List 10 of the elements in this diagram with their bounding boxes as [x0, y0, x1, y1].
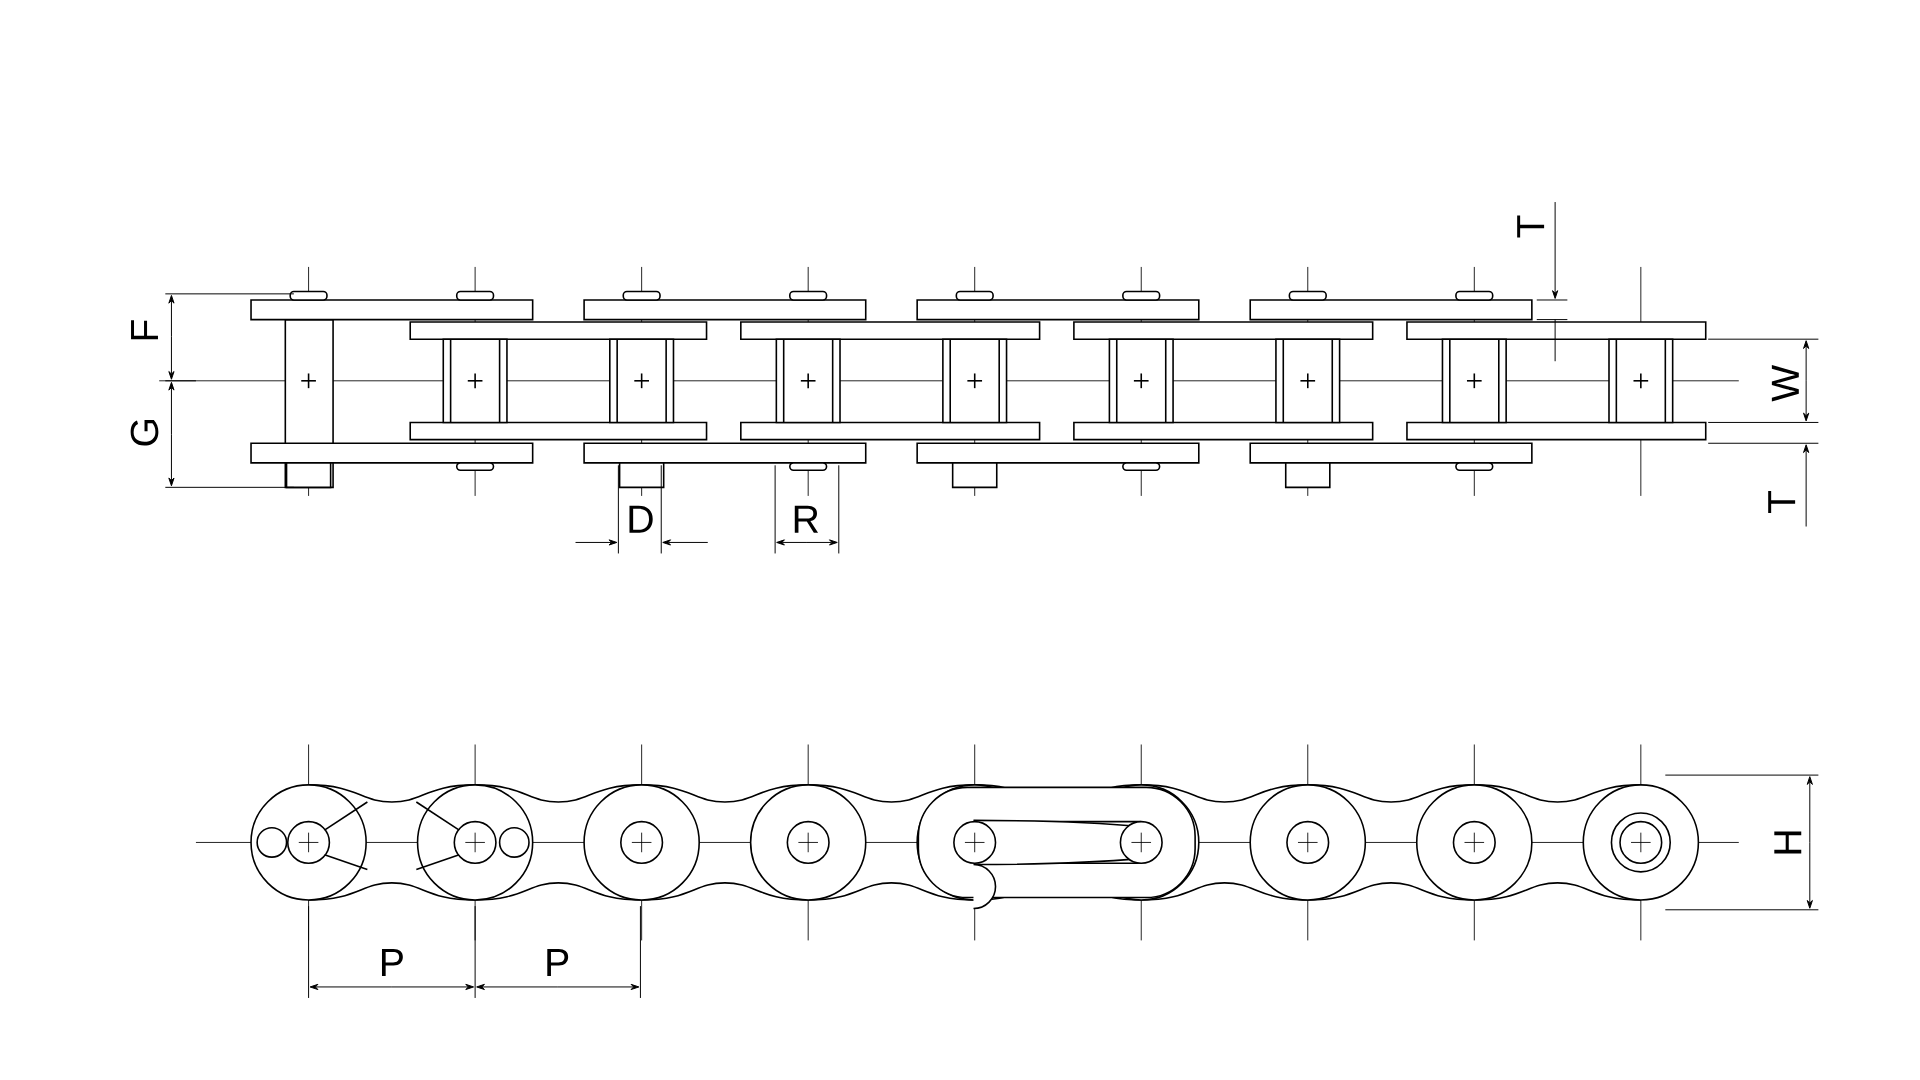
dimension-label: T [1768, 491, 1796, 514]
dimension-label: D [629, 505, 653, 533]
dimension-label: T [1517, 215, 1545, 238]
dimension-label: W [1771, 364, 1799, 402]
dimension-label: H [1774, 831, 1802, 854]
dimension-label: R [794, 505, 819, 533]
dimension-label: G [130, 419, 159, 446]
dimension-label: P [382, 949, 403, 976]
dimension-label: P [547, 949, 569, 976]
dimension-label: F [131, 320, 158, 340]
